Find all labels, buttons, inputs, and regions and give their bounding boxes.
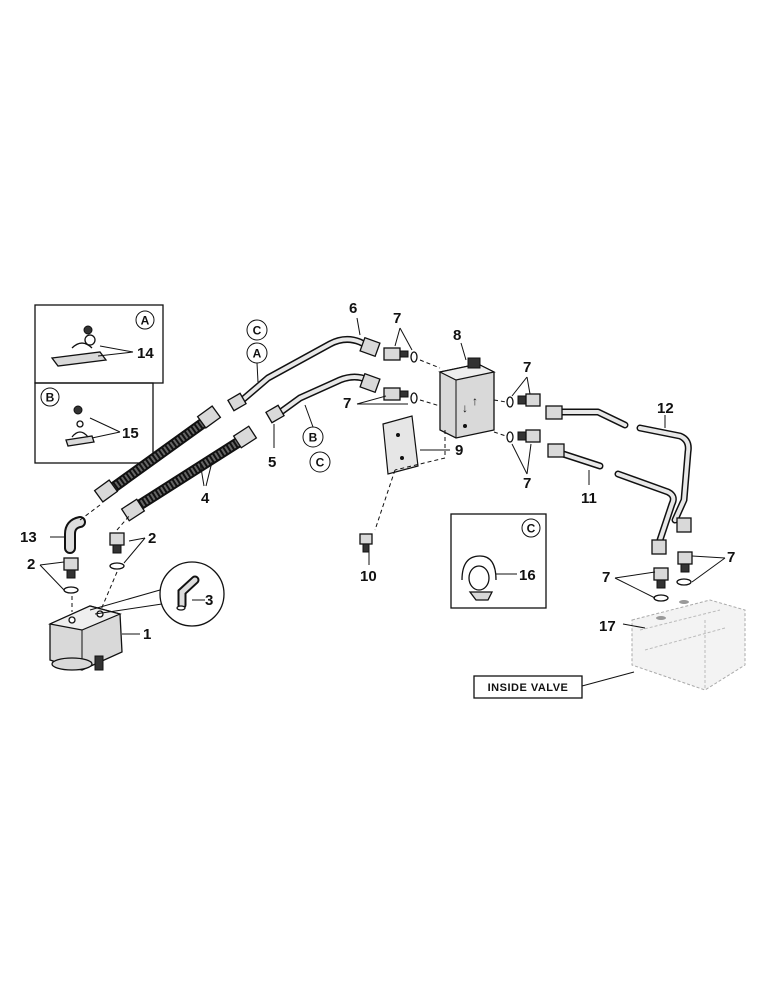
inset-b-letter: B — [46, 391, 55, 405]
callout-17: 17 — [599, 618, 616, 635]
callout-3: 3 — [205, 592, 213, 609]
detail-circle-3 — [159, 561, 225, 627]
callout-1: 1 — [143, 626, 151, 643]
adapter-7-valve-left — [653, 567, 669, 602]
callout-15: 15 — [122, 425, 139, 442]
inset-a-letter: A — [141, 314, 150, 328]
inside-valve-note: INSIDE VALVE — [473, 671, 635, 699]
callout-7-right-bottom: 7 — [523, 475, 531, 492]
pipe-6-upper — [236, 335, 381, 406]
callout-7-top: 7 — [393, 310, 401, 327]
callout-16: 16 — [519, 567, 536, 584]
inset-box-a: A 14 — [34, 304, 164, 384]
control-valve-17 — [631, 599, 746, 691]
callout-13: 13 — [20, 529, 37, 546]
svg-text:↓: ↓ — [462, 401, 468, 415]
callout-4: 4 — [201, 490, 210, 507]
inset-c-letter: C — [527, 522, 536, 536]
inset-box-c: C 16 — [450, 513, 547, 609]
pipe-5-lower — [274, 372, 381, 418]
callout-14: 14 — [137, 345, 154, 362]
hose-4-lower — [120, 425, 258, 522]
inside-valve-label: INSIDE VALVE — [488, 682, 569, 694]
adapter-2-left — [63, 557, 79, 594]
mounting-plate-9 — [382, 415, 419, 475]
bolt-10 — [359, 533, 373, 553]
pipe-label-b-low: B — [309, 431, 318, 445]
callout-12: 12 — [657, 400, 674, 417]
callout-6: 6 — [349, 300, 357, 317]
adapter-2-right — [109, 532, 125, 570]
pipe-label-c-low: C — [316, 456, 325, 470]
callout-7-right-top: 7 — [523, 359, 531, 376]
callout-11: 11 — [581, 490, 597, 507]
callout-2-right: 2 — [148, 530, 156, 547]
hydraulic-pump-1 — [48, 605, 123, 671]
adapter-7-left-lower — [383, 387, 418, 404]
flow-valve-8: ↓ ↑ — [438, 357, 496, 439]
callout-2-left: 2 — [27, 556, 35, 573]
callout-9: 9 — [455, 442, 463, 459]
callout-7-mid-left: 7 — [343, 395, 351, 412]
elbow-13 — [64, 516, 86, 554]
callout-7-valve-left: 7 — [602, 569, 610, 586]
adapter-7-valve-right — [676, 551, 693, 586]
pipe-label-a-top: A — [253, 347, 262, 361]
callout-10: 10 — [360, 568, 377, 585]
callout-8: 8 — [453, 327, 461, 344]
tube-12 — [545, 405, 692, 533]
callout-7-valve-right: 7 — [727, 549, 735, 566]
hose-4-upper — [93, 405, 222, 503]
svg-text:↑: ↑ — [472, 394, 478, 408]
pipe-label-c-top: C — [253, 324, 262, 338]
inset-box-b: B 15 — [34, 382, 154, 464]
adapter-7-left-upper — [383, 347, 418, 363]
tube-11 — [547, 443, 677, 555]
callout-5: 5 — [268, 454, 276, 471]
